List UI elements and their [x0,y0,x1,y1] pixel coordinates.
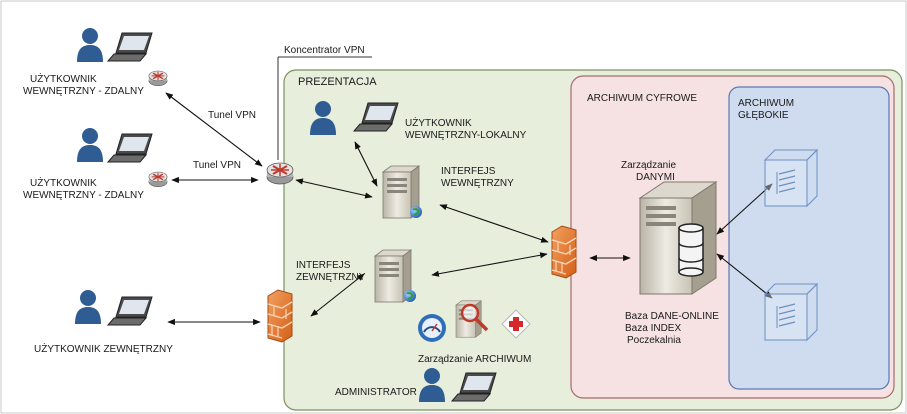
deep-archive-title-line2: GŁĘBOKIE [738,110,789,121]
data-server-to-deep-rack-2-arrow [716,253,773,299]
search-server-icon [455,300,489,338]
gauge-icon [418,314,446,342]
internal-interface-globe-icon [409,205,423,219]
data-management-server-icon [638,181,718,295]
external-interface-globe-icon [403,289,417,303]
data-management-label-line1: Zarządzanie [621,160,676,171]
archive-management-label: Zarządzanie ARCHIWUM [418,354,531,365]
outer-firewall-icon [267,289,293,343]
presentation-zone-title: PREZENTACJA [298,76,377,88]
external-interface-to-outer-firewall-arrow [310,273,365,317]
digital-archive-zone-title: ARCHIWUM CYFROWE [587,93,697,104]
vpn-concentrator-label: Koncentrator VPN [284,45,365,56]
tunnel-vpn-1-arrow [165,92,263,167]
internal-interface-label-line2: WEWNĘTRZNY [441,178,514,189]
connections [165,92,773,326]
deep-archive-title-line1: ARCHIWUM [738,98,794,109]
archive-management-icons [418,300,531,342]
db-online-label: Baza DANE-ONLINE [625,311,719,322]
remote-user-1-router-icon [148,70,168,87]
tunnel-vpn-2-label: Tunel VPN [193,160,241,171]
remote-user-2-label-line2: WEWNĘTRZNY - ZDALNY [23,190,144,201]
vpn-concentrator-router-icon [266,162,294,185]
remote-user-1-label-line1: UŻYTKOWNIK [30,72,97,85]
internal-interface-label-line1: INTERFEJS [441,166,496,177]
external-interface-label-line2: ZEWNĘTRZNY [296,272,366,283]
medical-cross-icon [501,309,531,339]
local-user-label-line1: UŻYTKOWNIK [405,116,472,129]
db-index-label: Baza INDEX [625,323,681,334]
remote-user-2-router-icon [148,171,168,188]
external-interface-label-line1: INTERFEJS [296,260,351,271]
local-user-label-line2: WEWNĘTRZNY-LOKALNY [405,130,527,141]
local-user-to-internal-interface-arrow [354,141,378,187]
remote-user-2-label-line1: UŻYTKOWNIK [30,176,97,189]
external-user-label: UŻYTKOWNIK ZEWNĘTRZNY [34,342,173,355]
data-server-to-deep-rack-1-arrow [716,183,773,235]
remote-user-1-label-line2: WEWNĘTRZNY - ZDALNY [23,86,144,97]
external-interface-to-firewall-arrow [431,252,548,277]
data-management-label-line2: DANYMI [636,172,675,183]
waiting-room-label: Poczekalnia [627,335,681,346]
tunnel-vpn-1-label: Tunel VPN [208,110,256,121]
internal-interface-to-firewall-arrow [439,204,549,243]
database-icon [678,223,704,277]
administrator-label: ADMINISTRATOR [335,387,417,398]
router-to-internal-interface-arrow [295,178,373,199]
inner-firewall-icon [551,225,577,279]
deep-archive-zone [728,86,890,390]
